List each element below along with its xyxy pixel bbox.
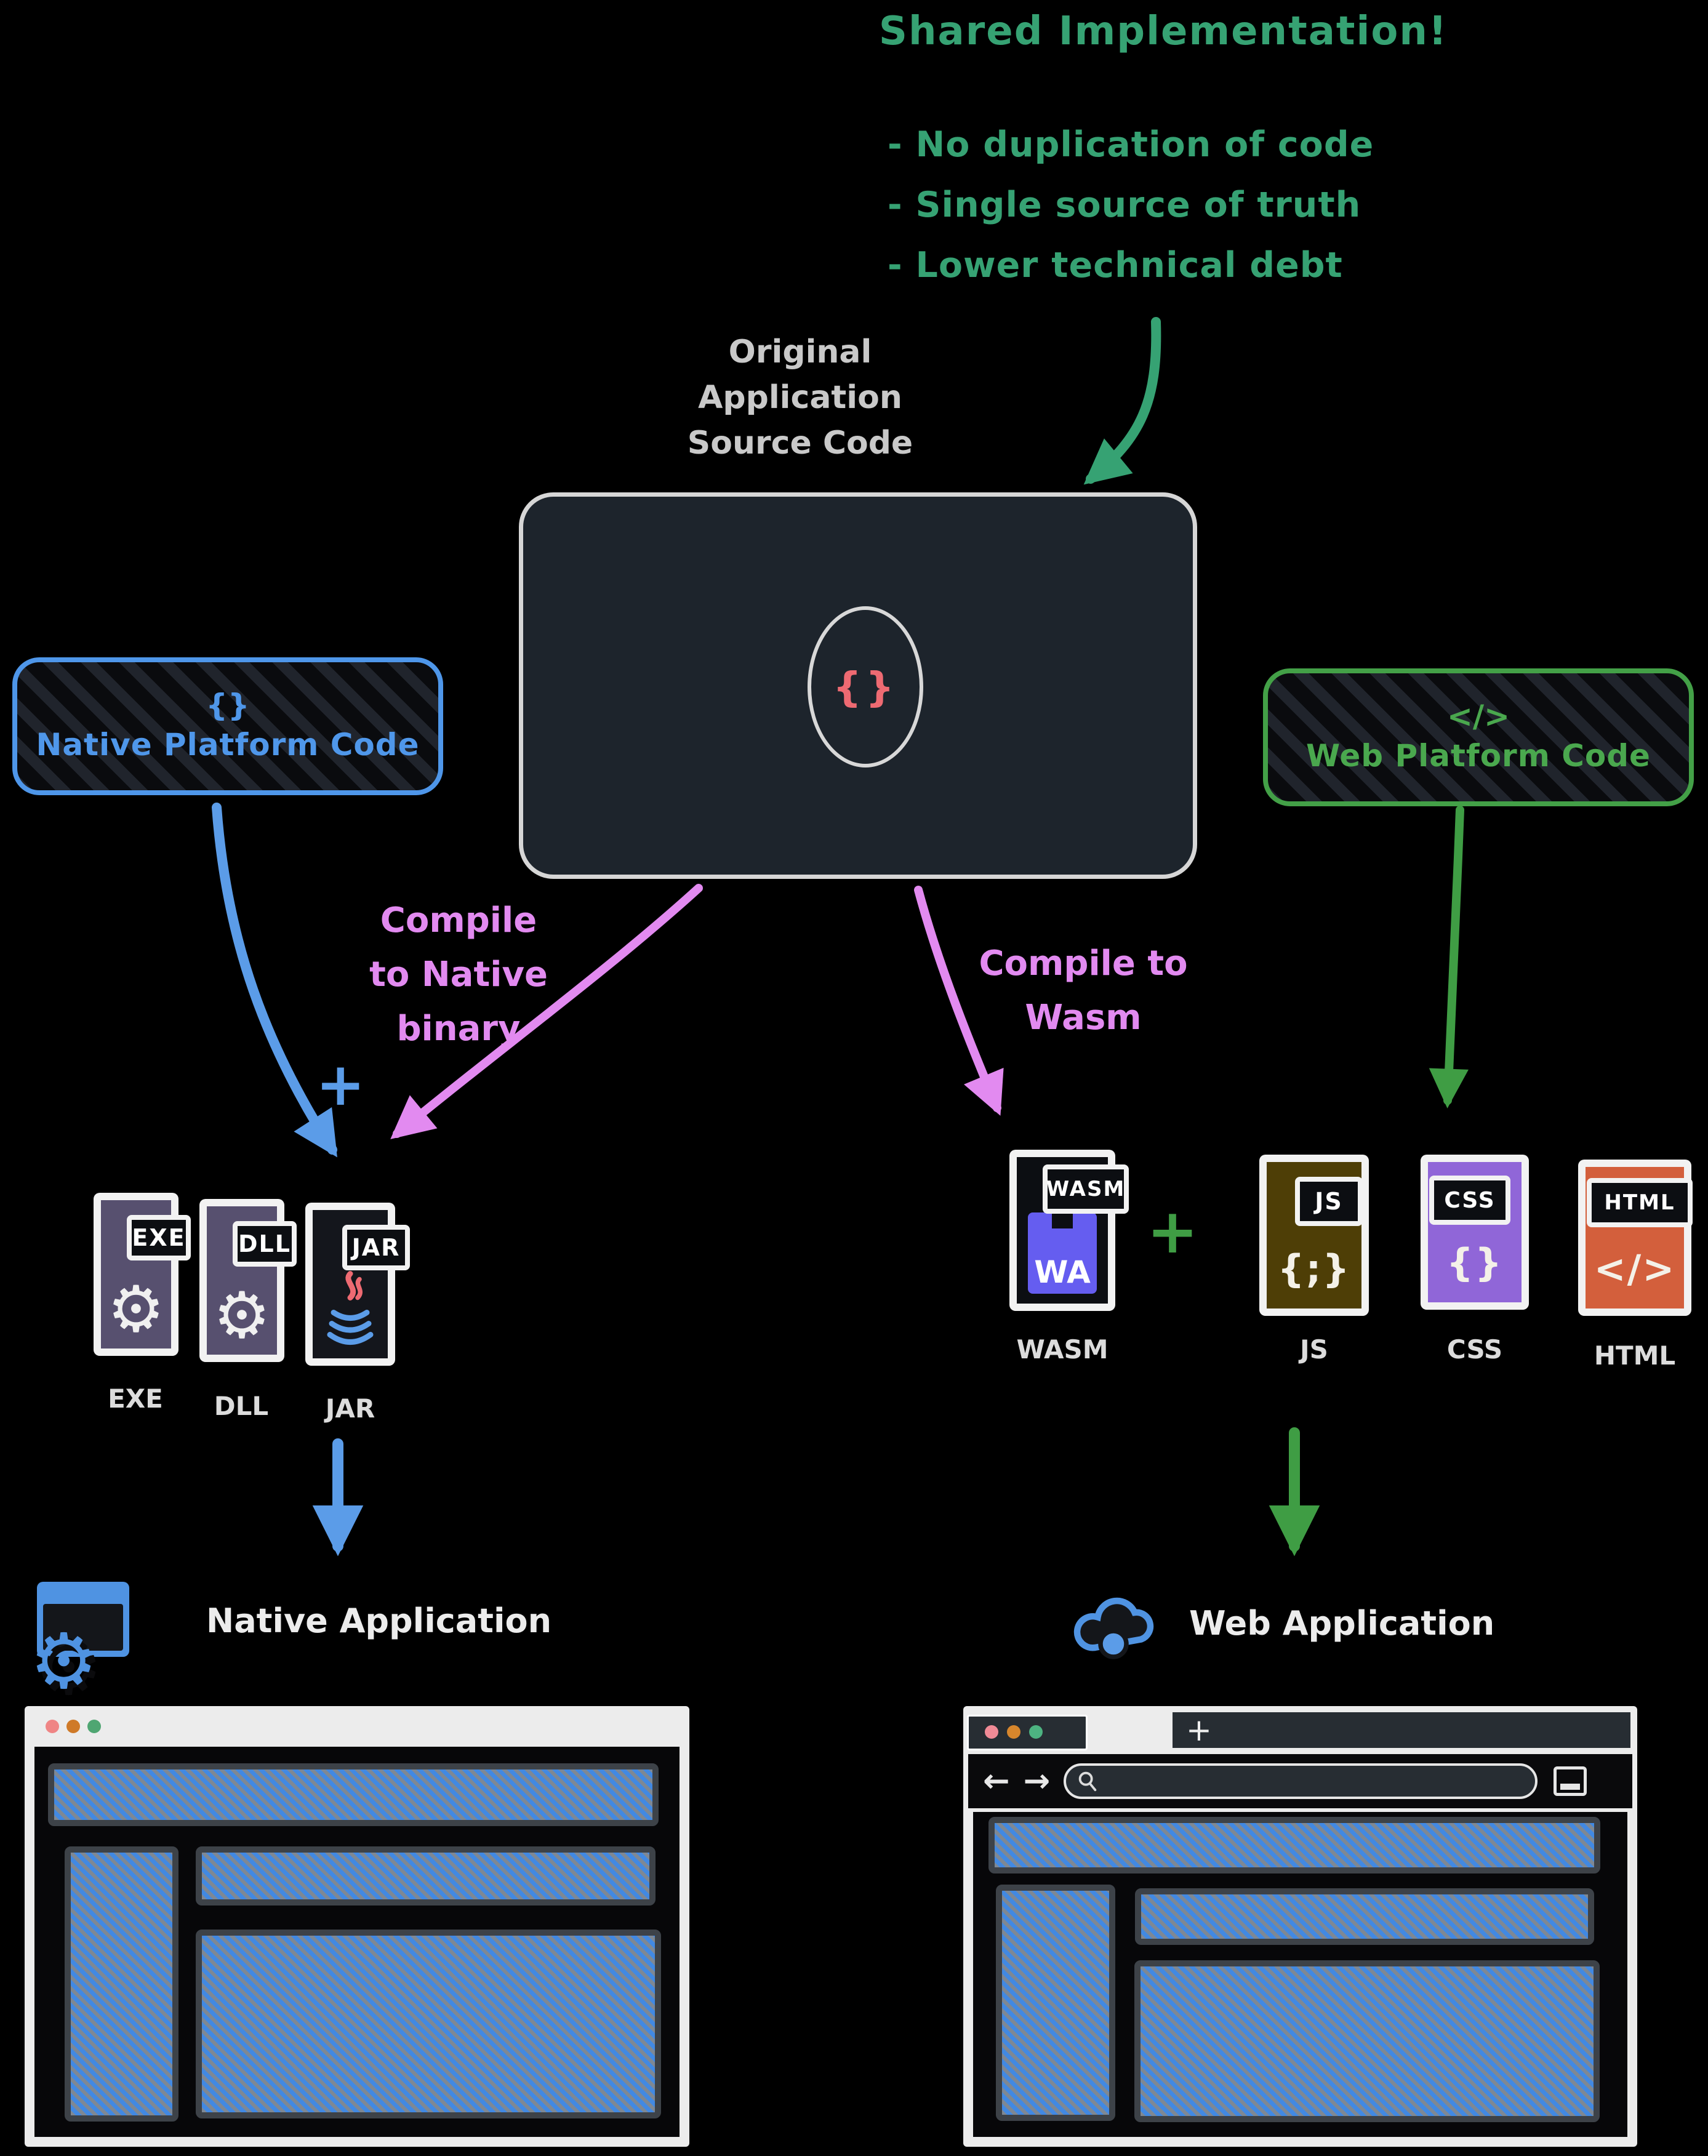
browser-page-content <box>973 1812 1627 2137</box>
back-button[interactable]: ← <box>983 1763 1010 1800</box>
notes-heading: Shared Implementation! <box>878 9 1448 54</box>
web-browser-window: + ← → <box>963 1706 1637 2147</box>
wasm-caption: WASM <box>1016 1334 1109 1365</box>
css-caption: CSS <box>1446 1334 1503 1365</box>
js-caption: JS <box>1300 1334 1328 1365</box>
native-app-icon: ⚙ <box>30 1582 135 1700</box>
header-placeholder-block <box>988 1817 1600 1873</box>
web-app-label: Web Application <box>1189 1604 1495 1643</box>
js-tag: JS <box>1295 1177 1363 1226</box>
note-bullet: - Lower technical debt <box>888 245 1343 286</box>
html-tag: HTML <box>1587 1178 1693 1227</box>
toolbar-placeholder-block <box>196 1846 656 1906</box>
native-platform-badge: {} Native Platform Code <box>12 657 443 795</box>
native-app-label: Native Application <box>206 1601 552 1640</box>
gear-icon: ⚙ <box>107 1272 165 1347</box>
tab-strip: + <box>1173 1712 1630 1748</box>
note-bullet: - No duplication of code <box>888 124 1374 165</box>
code-icon: </> <box>1446 699 1510 734</box>
html-caption: HTML <box>1594 1340 1676 1371</box>
web-platform-badge: </> Web Platform Code <box>1263 668 1694 806</box>
arrow-web-badge-to-files <box>1429 806 1469 1108</box>
plus-sign-web: + <box>1147 1195 1198 1267</box>
header-placeholder-block <box>48 1763 659 1826</box>
maximize-dot-icon[interactable] <box>87 1720 101 1733</box>
minimize-dot-icon[interactable] <box>1007 1725 1020 1739</box>
gear-icon: ⚙ <box>213 1278 271 1353</box>
java-logo-icon <box>327 1271 374 1345</box>
plus-sign-native: + <box>316 1050 366 1119</box>
braces-circle-icon: {} <box>808 606 923 767</box>
url-bar[interactable] <box>1064 1763 1538 1799</box>
gear-icon: ⚙ <box>30 1617 98 1706</box>
browser-tab[interactable] <box>967 1715 1088 1750</box>
source-code-box: {} <box>519 492 1197 879</box>
web-badge-label: Web Platform Code <box>1306 738 1651 774</box>
native-badge-label: Native Platform Code <box>36 727 420 763</box>
arrow-shared-to-source <box>1083 317 1161 485</box>
jar-tag: JAR <box>342 1225 410 1270</box>
toolbar-placeholder-block <box>1135 1888 1594 1945</box>
bookmark-icon[interactable] <box>1554 1766 1587 1796</box>
code-icon: </> <box>1594 1246 1676 1291</box>
braces-icon: {;} <box>1277 1246 1351 1291</box>
browser-tabbar: + <box>963 1706 1637 1750</box>
exe-tag: EXE <box>127 1215 191 1260</box>
close-dot-icon[interactable] <box>985 1725 998 1739</box>
exe-caption: EXE <box>108 1384 163 1414</box>
native-window-titlebar <box>25 1706 689 1747</box>
arrow-native-badge-to-files <box>212 803 337 1158</box>
braces-icon: {} <box>833 663 898 711</box>
dll-tag: DLL <box>233 1221 297 1267</box>
native-app-window <box>25 1706 689 2147</box>
source-box-label: Original Application Source Code <box>687 334 913 462</box>
maximize-dot-icon[interactable] <box>1029 1725 1043 1739</box>
css-tag: CSS <box>1429 1176 1510 1225</box>
compile-to-wasm-label: Compile to Wasm <box>979 944 1188 1038</box>
wasm-logo-icon: WA <box>1028 1212 1097 1294</box>
web-app-cloud-icon <box>1071 1583 1163 1675</box>
braces-icon: {} <box>206 687 250 723</box>
note-bullet: - Single source of truth <box>888 185 1361 225</box>
search-icon <box>1078 1771 1097 1792</box>
dll-caption: DLL <box>214 1391 269 1421</box>
wasm-tag: WASM <box>1043 1164 1129 1214</box>
main-placeholder-block <box>1134 1960 1600 2122</box>
native-window-content <box>34 1747 680 2137</box>
braces-icon: {} <box>1446 1240 1504 1285</box>
forward-button[interactable]: → <box>1023 1763 1051 1800</box>
minimize-dot-icon[interactable] <box>66 1720 80 1733</box>
jar-caption: JAR <box>325 1393 375 1424</box>
main-placeholder-block <box>196 1930 661 2118</box>
sidebar-placeholder-block <box>65 1846 178 2122</box>
close-dot-icon[interactable] <box>46 1720 59 1733</box>
cloud-icon <box>1073 1597 1154 1659</box>
compile-to-native-label: Compile to Native binary <box>369 900 548 1049</box>
new-tab-button[interactable]: + <box>1186 1712 1212 1748</box>
browser-navbar: ← → <box>968 1754 1632 1808</box>
notes-bullets: - No duplication of code - Single source… <box>888 114 1374 295</box>
sidebar-placeholder-block <box>996 1885 1115 2121</box>
